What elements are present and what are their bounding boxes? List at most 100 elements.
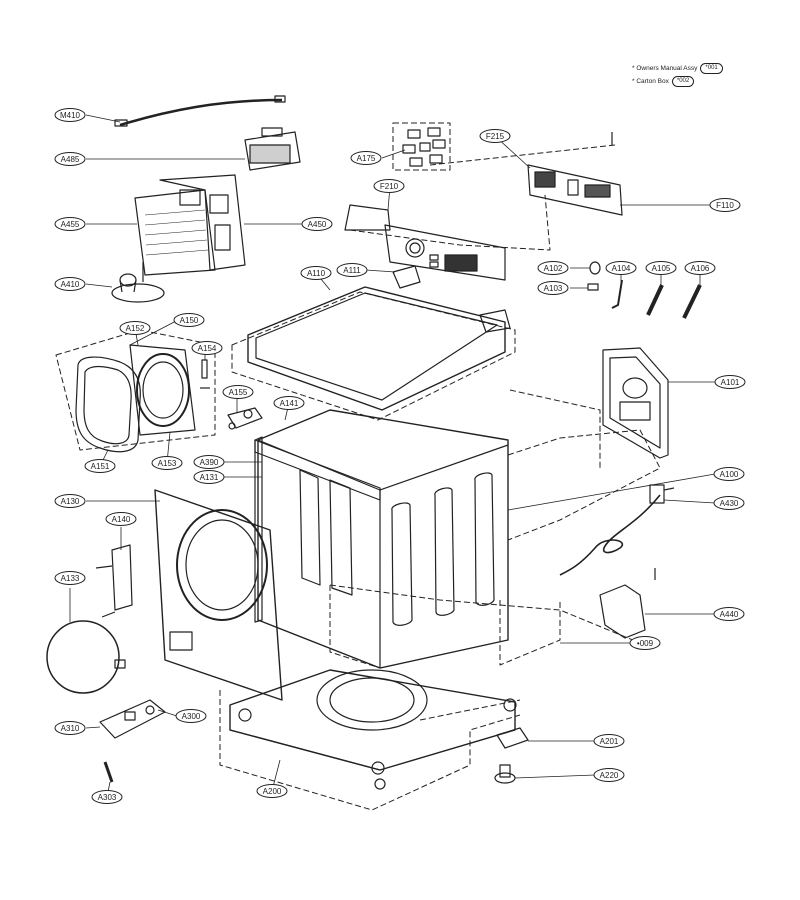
part-label-a102: A102 <box>537 261 569 275</box>
label-text: A103 <box>544 284 563 293</box>
door-glass-a151 <box>75 356 141 453</box>
label-oval <box>105 512 137 526</box>
part-label-a150: A150 <box>173 313 205 327</box>
part-label-a103: A103 <box>537 281 569 295</box>
label-oval <box>714 375 746 389</box>
part-label-a100: A100 <box>713 467 745 481</box>
leader-lines <box>69 114 716 798</box>
part-label-a111: A111 <box>336 263 368 277</box>
latch-a155 <box>227 407 263 430</box>
label-oval <box>713 607 745 621</box>
part-label-a101: A101 <box>714 375 746 389</box>
part-label-a106: A106 <box>684 261 716 275</box>
label-oval <box>300 266 332 280</box>
part-label-009: •009 <box>629 636 661 650</box>
label-oval <box>605 261 637 275</box>
label-oval <box>350 151 382 165</box>
noise-filter-a440 <box>599 568 656 639</box>
pcb-a485 <box>244 127 301 171</box>
part-label-f210: F210 <box>373 179 405 193</box>
part-label-a151: A151 <box>84 459 116 473</box>
label-text: A110 <box>307 269 326 278</box>
rear-cover-a101 <box>602 347 669 459</box>
part-label-a455: A455 <box>54 217 86 231</box>
front-panel-a130 <box>154 489 283 701</box>
label-text: A102 <box>544 264 563 273</box>
label-oval <box>537 281 569 295</box>
label-oval <box>373 179 405 193</box>
bracket-a201 <box>496 727 529 749</box>
label-text: A133 <box>61 574 80 583</box>
label-oval <box>84 459 116 473</box>
label-oval <box>713 496 745 510</box>
note-owners-manual: * Owners Manual Assy *001 <box>632 62 723 75</box>
label-text: F110 <box>716 201 734 210</box>
part-label-a110: A110 <box>300 266 332 280</box>
label-oval <box>191 341 223 355</box>
label-text: A201 <box>600 737 619 746</box>
clamp-a133 <box>46 620 126 694</box>
part-label-a154: A154 <box>191 341 223 355</box>
label-text: A153 <box>158 459 177 468</box>
part-label-a200: A200 <box>256 784 288 798</box>
control-panel-f210 <box>344 204 506 281</box>
label-oval <box>645 261 677 275</box>
label-oval <box>54 494 86 508</box>
label-text: A450 <box>308 220 327 229</box>
bracket-a111 <box>392 265 511 333</box>
label-oval <box>175 709 207 723</box>
label-text: A455 <box>61 220 80 229</box>
label-text: F210 <box>380 182 399 191</box>
part-label-a450: A450 <box>301 217 333 231</box>
label-text: A430 <box>720 499 739 508</box>
label-oval <box>629 636 661 650</box>
label-text: A152 <box>126 324 145 333</box>
label-oval <box>222 385 254 399</box>
label-oval <box>193 470 225 484</box>
cabinet-a100 <box>257 409 509 669</box>
label-oval <box>119 321 151 335</box>
part-label-a440: A440 <box>713 607 745 621</box>
part-label-a175: A175 <box>350 151 382 165</box>
label-text: A410 <box>61 280 80 289</box>
part-label-a105: A105 <box>645 261 677 275</box>
label-text: A131 <box>200 473 219 482</box>
label-oval <box>54 152 86 166</box>
label-oval <box>54 721 86 735</box>
part-label-a390: A390 <box>193 455 225 469</box>
part-label-a410: A410 <box>54 277 86 291</box>
part-label-a153: A153 <box>151 456 183 470</box>
label-oval <box>593 734 625 748</box>
note-text: * Carton Box <box>632 78 669 85</box>
note-carton-box: * Carton Box *002 <box>632 75 723 88</box>
part-label-a485: A485 <box>54 152 86 166</box>
part-label-a201: A201 <box>593 734 625 748</box>
label-oval <box>256 784 288 798</box>
label-oval <box>151 456 183 470</box>
group-outlines <box>55 122 661 811</box>
part-label-a152: A152 <box>119 321 151 335</box>
note-text: * Owners Manual Assy <box>632 65 698 72</box>
wire-harness-m410 <box>114 95 286 127</box>
label-text: A390 <box>200 458 219 467</box>
part-label-a141: A141 <box>273 396 305 410</box>
top-plate-a110 <box>247 286 506 411</box>
buttons-a175 <box>402 127 446 167</box>
label-text: A151 <box>91 462 110 471</box>
part-label-a130: A130 <box>54 494 86 508</box>
label-text: A485 <box>61 155 80 164</box>
label-text: A154 <box>198 344 217 353</box>
label-oval <box>301 217 333 231</box>
main-pcb-a455 <box>134 174 246 276</box>
notes-block: * Owners Manual Assy *001 * Carton Box *… <box>632 62 723 88</box>
part-label-a430: A430 <box>713 496 745 510</box>
label-oval <box>709 198 741 212</box>
label-text: M410 <box>60 111 81 120</box>
part-label-a300: A300 <box>175 709 207 723</box>
label-text: A105 <box>652 264 671 273</box>
part-label-a140: A140 <box>105 512 137 526</box>
frame-a390 <box>254 436 381 623</box>
note-tag: *002 <box>671 76 695 87</box>
